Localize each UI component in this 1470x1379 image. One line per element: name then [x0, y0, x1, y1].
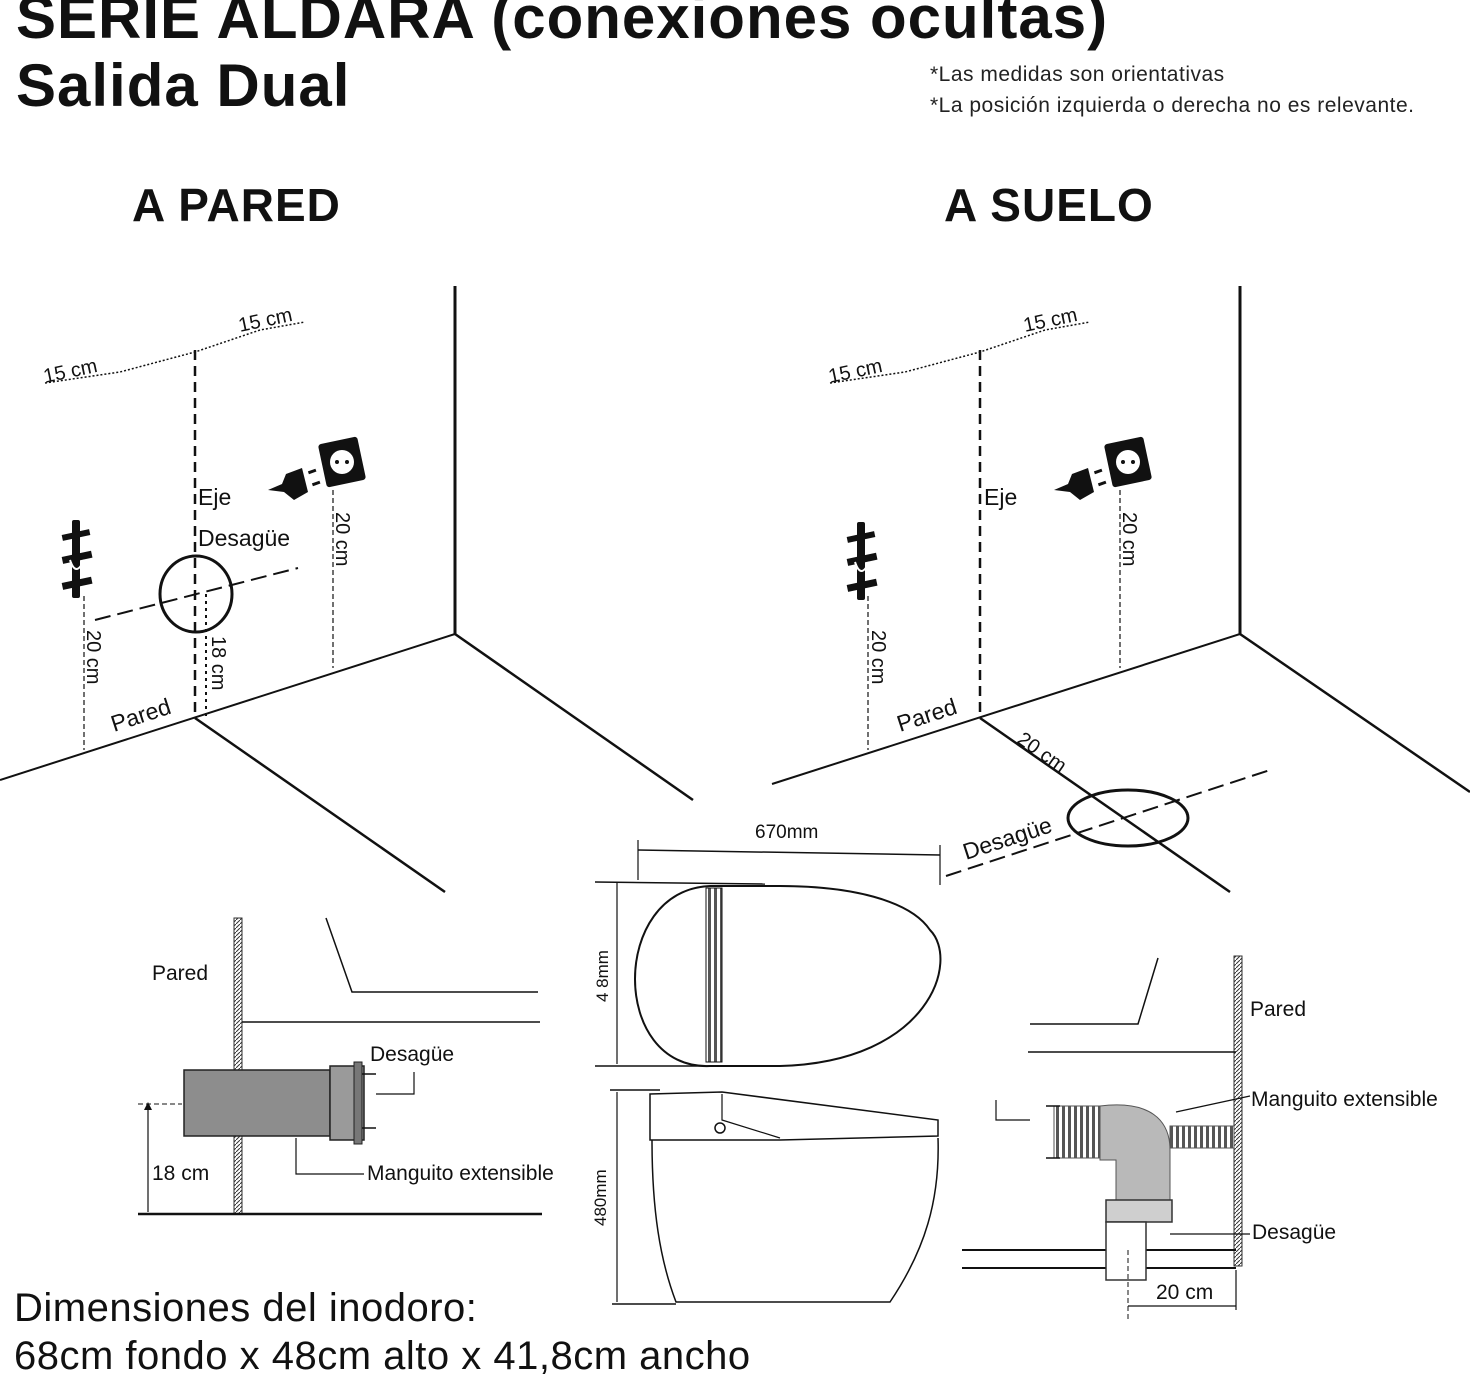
label-desague-floor: Desagüe	[960, 812, 1056, 865]
label-48mm-depth: 4 8mm	[593, 950, 612, 1002]
label-pared-left: Pared	[108, 693, 174, 737]
label-20cm-valve-right: 20 cm	[867, 630, 889, 684]
water-valve-icon-floor	[846, 522, 878, 600]
label-eje-right: Eje	[984, 484, 1017, 510]
label-eje-left: Eje	[198, 484, 231, 510]
label-desague-section-right: Desagüe	[1252, 1221, 1336, 1244]
label-20cm-socket-right: 20 cm	[1118, 512, 1140, 566]
note-position: *La posición izquierda o derecha no es r…	[930, 94, 1415, 117]
toilet-top-view	[594, 840, 942, 1068]
label-20cm-valve-left: 20 cm	[82, 630, 104, 684]
power-plug-icon-floor	[1054, 468, 1107, 500]
label-670mm: 670mm	[755, 822, 818, 843]
label-20cm-socket-left: 20 cm	[331, 512, 353, 566]
water-valve-icon	[61, 520, 93, 598]
label-15cm-right-a: 15 cm	[826, 355, 884, 388]
title-line-1: SERIE ALDARA (conexiones ocultas)	[16, 0, 1109, 51]
label-pared-right: Pared	[894, 693, 960, 737]
label-desague-left: Desagüe	[198, 525, 290, 551]
note-orientative: *Las medidas son orientativas	[930, 63, 1225, 86]
label-manguito-section-left: Manguito extensible	[367, 1162, 554, 1185]
label-18cm-left: 18 cm	[207, 636, 229, 690]
label-480mm: 480mm	[591, 1169, 610, 1226]
floor-section-detail	[962, 955, 1251, 1320]
label-pared-section-right: Pared	[1250, 998, 1306, 1021]
section-title-floor: A SUELO	[944, 179, 1154, 231]
label-18cm-section: 18 cm	[152, 1162, 209, 1185]
footer-dimensions-title: Dimensiones del inodoro:	[14, 1286, 478, 1330]
label-20cm-drain-right: 20 cm	[1013, 728, 1070, 777]
section-title-wall: A PARED	[132, 179, 341, 231]
label-20cm-section-right: 20 cm	[1156, 1281, 1213, 1304]
wall-section-detail	[138, 917, 542, 1216]
label-pared-section-left: Pared	[152, 962, 208, 985]
wall-room-drawing	[0, 286, 694, 894]
toilet-side-view	[610, 1089, 939, 1305]
label-15cm-left-b: 15 cm	[236, 304, 294, 337]
power-socket-icon-floor	[1104, 436, 1152, 488]
label-manguito-section-right: Manguito extensible	[1251, 1088, 1438, 1111]
power-socket-icon	[318, 436, 366, 488]
floor-room-drawing	[771, 286, 1470, 894]
label-15cm-left-a: 15 cm	[41, 355, 99, 388]
title-line-2: Salida Dual	[16, 52, 351, 119]
power-plug-icon	[268, 468, 321, 500]
footer-dimensions-value: 68cm fondo x 48cm alto x 41,8cm ancho	[14, 1334, 751, 1378]
label-desague-section-left: Desagüe	[370, 1043, 454, 1066]
label-15cm-right-b: 15 cm	[1021, 304, 1079, 337]
